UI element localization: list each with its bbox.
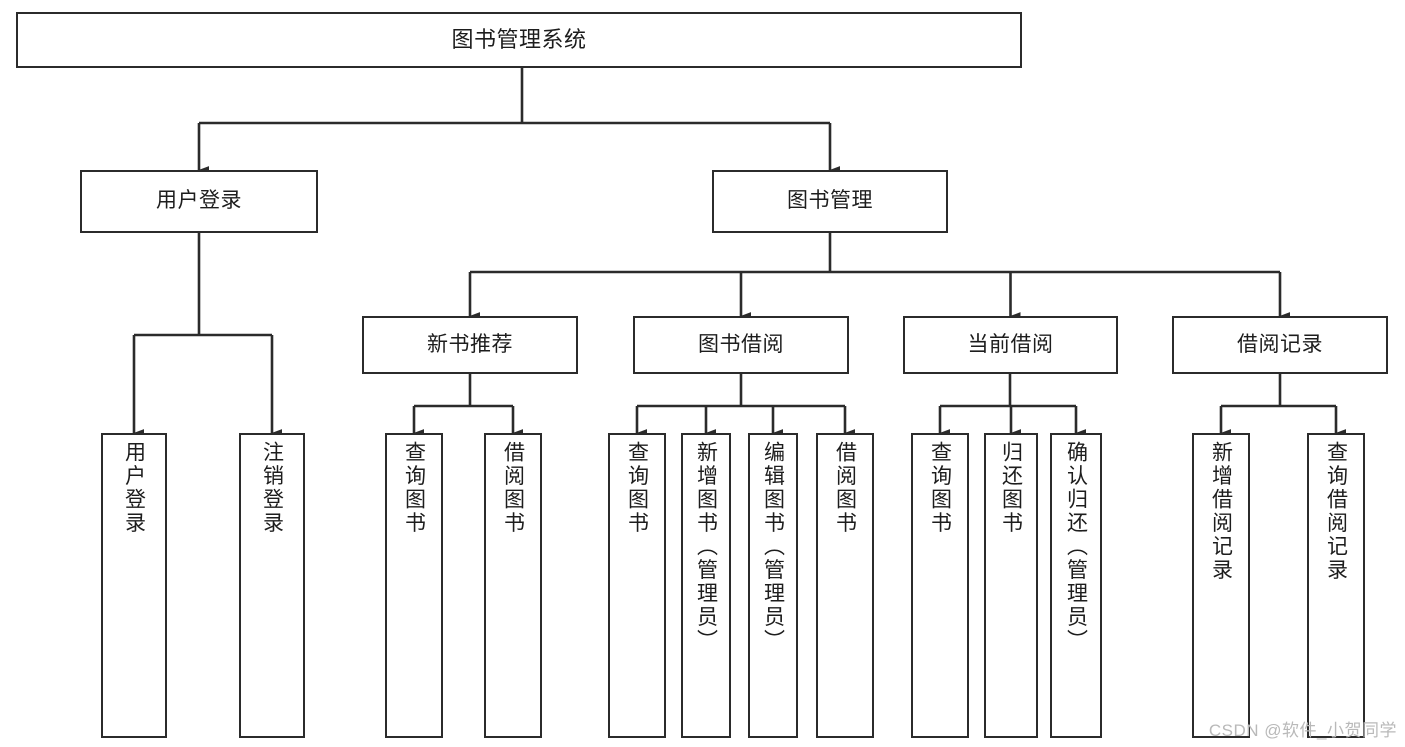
node-l2-user-login[interactable]: 用户登录 [80,170,318,233]
node-label: 借阅记录 [1237,332,1323,356]
node-l3-new-book[interactable]: 新书推荐 [362,316,578,374]
node-label: 归还图书 [999,441,1023,535]
node-l4-user-login[interactable]: 用户登录 [101,433,167,738]
node-l4-return-book[interactable]: 归还图书 [984,433,1038,738]
node-label: 查询图书 [402,441,426,535]
node-label: 查询图书 [625,441,649,535]
node-label: 确认归还（管理员） [1064,441,1088,653]
node-l4-query-book-b[interactable]: 查询图书 [608,433,666,738]
node-label: 借阅图书 [833,441,857,535]
node-label: 新增图书（管理员） [694,441,718,653]
node-root[interactable]: 图书管理系统 [16,12,1022,68]
node-label: 新增借阅记录 [1209,441,1233,582]
node-label: 图书管理系统 [451,27,587,53]
node-l4-borrow-book-a[interactable]: 借阅图书 [484,433,542,738]
node-label: 图书管理 [787,189,873,213]
node-l4-add-book[interactable]: 新增图书（管理员） [681,433,731,738]
node-l3-records[interactable]: 借阅记录 [1172,316,1388,374]
node-l4-edit-book[interactable]: 编辑图书（管理员） [748,433,798,738]
node-l2-book-mgmt[interactable]: 图书管理 [712,170,948,233]
node-l4-borrow-book-b[interactable]: 借阅图书 [816,433,874,738]
node-label: 当前借阅 [967,332,1054,356]
node-l4-query-record[interactable]: 查询借阅记录 [1307,433,1365,738]
connector-lines [132,68,1347,437]
node-label: 用户登录 [122,441,146,535]
node-label: 查询图书 [928,441,952,535]
node-l4-confirm-ret[interactable]: 确认归还（管理员） [1050,433,1102,738]
node-l4-logout[interactable]: 注销登录 [239,433,305,738]
node-label: 查询借阅记录 [1324,441,1348,582]
node-l4-query-book-a[interactable]: 查询图书 [385,433,443,738]
node-l4-query-book-c[interactable]: 查询图书 [911,433,969,738]
node-label: 图书借阅 [698,332,784,356]
node-l3-current[interactable]: 当前借阅 [903,316,1118,374]
node-l4-add-record[interactable]: 新增借阅记录 [1192,433,1250,738]
node-label: 用户登录 [156,189,242,213]
node-label: 注销登录 [260,441,284,535]
node-label: 新书推荐 [427,332,513,356]
node-label: 编辑图书（管理员） [761,441,785,653]
node-l3-borrow[interactable]: 图书借阅 [633,316,849,374]
node-label: 借阅图书 [501,441,525,535]
